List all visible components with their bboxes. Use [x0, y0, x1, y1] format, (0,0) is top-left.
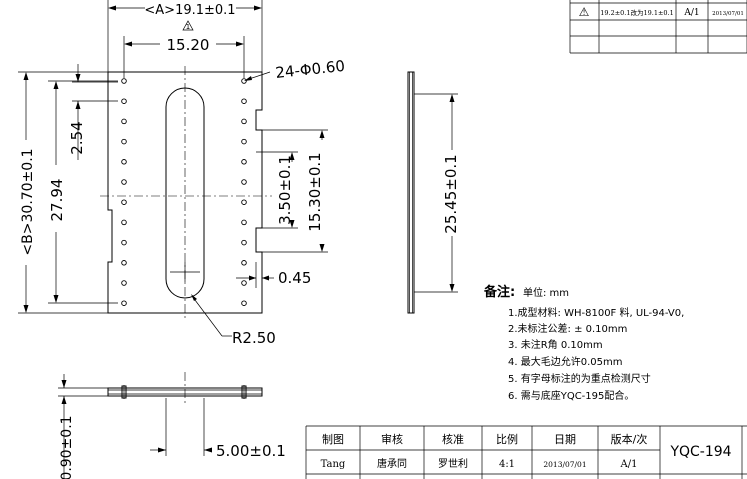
- dim-pin-holes: 24-Φ0.60: [244, 57, 346, 82]
- dim-a-label: <A>19.1±0.1: [144, 3, 235, 18]
- side-view-outline: [407, 71, 415, 314]
- pin-hole: [241, 179, 247, 185]
- dim-slot-width-label: 0.45: [278, 269, 311, 287]
- title-value: 4:1: [499, 459, 515, 470]
- notes-unit: 单位: mm: [523, 286, 569, 299]
- dim-pitch-label: 2.54: [68, 121, 86, 154]
- note-item: 3. 未注R角 0.10mm: [508, 338, 603, 351]
- pin-hole: [241, 98, 247, 104]
- pin-hole: [121, 300, 127, 306]
- pin-hole: [121, 280, 127, 286]
- title-value: 罗世利: [438, 458, 468, 470]
- dim-slot-width: 0.45: [236, 262, 311, 288]
- pin-hole: [241, 280, 247, 286]
- center-slot: [165, 87, 205, 299]
- title-value: Tang: [321, 459, 346, 470]
- title-header: 版本/次: [611, 432, 648, 446]
- title-header: 核准: [442, 432, 464, 446]
- dim-slot-radius: R2.50: [191, 294, 276, 347]
- dim-slot-gap-label: 3.50±0.1: [276, 155, 294, 225]
- pin-hole: [241, 118, 247, 125]
- dim-thickness-label: 0.90±0.1: [59, 415, 75, 479]
- revision-triangle-icon: [182, 20, 194, 31]
- note-item: 5. 有字母标注的为重点检测尺寸: [508, 372, 651, 385]
- notes: 备注: 单位: mm 1.成型材料: WH-8100F 料, UL-94-V0,…: [483, 284, 684, 402]
- pin-hole: [121, 239, 127, 246]
- pin-hole: [241, 300, 247, 306]
- notes-title: 备注:: [483, 284, 515, 300]
- pin-hole: [241, 260, 247, 266]
- dim-pitch: 2.54: [68, 64, 118, 160]
- top-view-outline: [107, 71, 263, 314]
- bottom-pin-left: [121, 385, 127, 399]
- title-header: 日期: [554, 433, 576, 446]
- pin-hole: [241, 199, 247, 205]
- pin-hole: [241, 138, 247, 145]
- pin-hole: [121, 118, 127, 125]
- dim-pitch-span-label: 15.20: [167, 36, 210, 54]
- note-item: 4. 最大毛边允许0.05mm: [508, 355, 622, 368]
- revision-version: A/1: [683, 8, 699, 18]
- note-item: 1.成型材料: WH-8100F 料, UL-94-V0,: [508, 306, 684, 319]
- bottom-view: 5.00±0.1: [107, 372, 286, 460]
- pin-hole: [121, 98, 127, 104]
- revision-table: ⚠ 19.2±0.1改为19.1±0.1 A/1 2013/07/01: [569, 0, 747, 54]
- revision-mark-text: 1: [186, 23, 190, 31]
- pin-holes: [121, 78, 247, 306]
- title-value: 2013/07/01: [543, 460, 586, 469]
- dim-slot-gap: 3.50±0.1: [256, 151, 298, 229]
- note-item: 2.未标注公差: ± 0.10mm: [508, 322, 627, 335]
- dim-b-height: <B>30.70±0.1: [18, 71, 108, 314]
- pin-hole: [121, 199, 127, 205]
- pin-hole: [241, 239, 247, 246]
- dim-slot-radius-label: R2.50: [232, 329, 276, 347]
- title-value: A/1: [620, 459, 638, 470]
- dim-row-span-label: 27.94: [48, 179, 66, 222]
- title-header: 比例: [496, 432, 518, 446]
- pin-hole: [121, 260, 127, 266]
- dim-slot-span-label: 15.30±0.1: [306, 152, 324, 231]
- pin-hole: [121, 219, 127, 226]
- dim-thickness: 0.90±0.1: [58, 374, 108, 479]
- pin-hole: [121, 179, 127, 185]
- pin-hole: [121, 159, 127, 165]
- note-item: 6. 需与底座YQC-195配合。: [508, 389, 634, 402]
- title-block: 制图 审核 核准 比例 日期 版本/次 Tang 唐承同 罗世利 4:1 201…: [305, 425, 747, 479]
- title-header: 审核: [381, 432, 403, 446]
- pin-hole: [121, 138, 127, 145]
- dim-slot-span: 15.30±0.1: [262, 129, 328, 253]
- part-number: YQC-194: [669, 444, 731, 460]
- dim-side-height-label: 25.45±0.1: [442, 154, 460, 233]
- pin-hole: [241, 219, 247, 226]
- dim-b-label: <B>30.70±0.1: [20, 148, 36, 255]
- pin-hole: [241, 159, 247, 165]
- pin-hole: [121, 78, 127, 84]
- dim-row-span: 27.94: [48, 80, 118, 304]
- dim-pitch-span: 15.20: [123, 36, 245, 78]
- title-header: 制图: [322, 433, 344, 446]
- dim-pin-holes-label: 24-Φ0.60: [275, 57, 346, 82]
- revision-date: 2013/07/01: [712, 11, 744, 17]
- bottom-pin-right: [241, 385, 247, 399]
- title-value: 唐承同: [377, 457, 407, 470]
- revision-change: 19.2±0.1改为19.1±0.1: [600, 8, 674, 17]
- side-view: 25.45±0.1: [407, 71, 460, 314]
- dim-a-width: <A>19.1±0.1 1: [107, 0, 263, 72]
- revision-symbol-icon: ⚠: [579, 5, 590, 19]
- top-view: [100, 66, 272, 318]
- dim-bottom-length-label: 5.00±0.1: [216, 442, 286, 460]
